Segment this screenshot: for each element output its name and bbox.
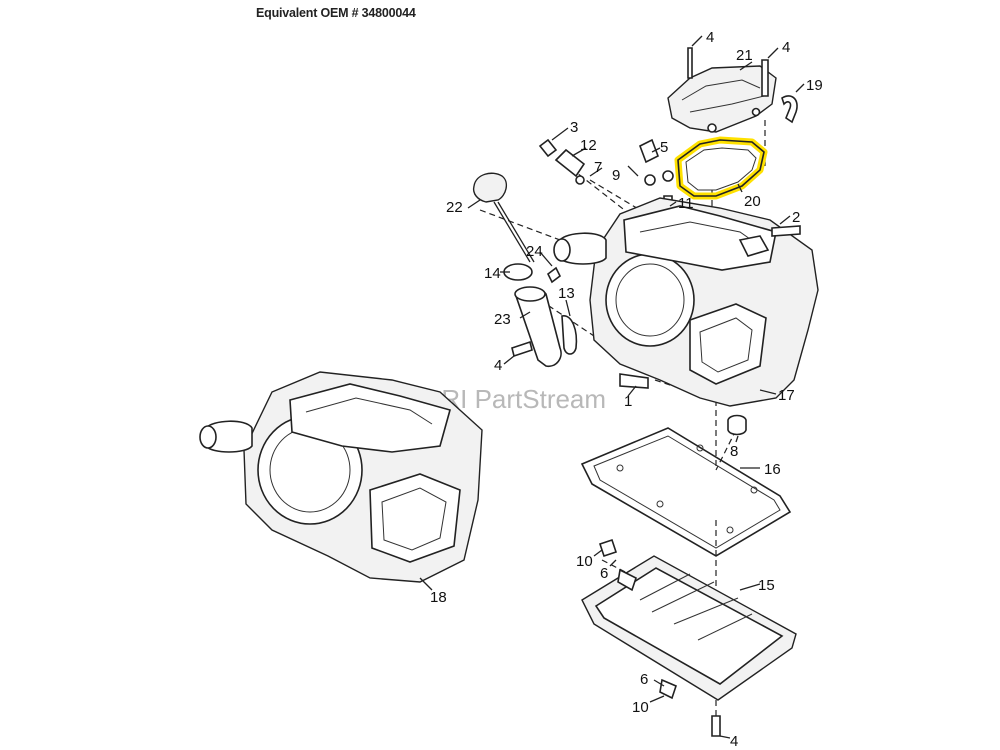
callout-4: 4 <box>494 357 502 374</box>
callout-6: 6 <box>640 671 648 688</box>
callout-5: 5 <box>660 139 668 156</box>
cylinder-head-cover <box>667 47 777 133</box>
callout-6: 6 <box>600 565 608 582</box>
callout-17: 17 <box>778 387 795 404</box>
head-cover-gasket-highlighted <box>674 136 768 200</box>
callout-4: 4 <box>782 39 790 56</box>
callout-22: 22 <box>446 199 463 216</box>
oil-pan <box>581 538 797 737</box>
callout-7: 7 <box>594 159 602 176</box>
callout-1: 1 <box>624 393 632 410</box>
callout-15: 15 <box>758 577 775 594</box>
dipstick <box>472 172 535 263</box>
dowel-pin <box>727 414 747 436</box>
callout-24: 24 <box>526 243 543 260</box>
crankcase-half <box>199 371 483 583</box>
oil-fill-tube <box>503 263 578 368</box>
callout-10: 10 <box>632 699 649 716</box>
crankcase-assembly <box>553 197 819 407</box>
callout-labels: 4 21 4 19 3 12 5 7 9 11 20 22 2 24 14 13… <box>430 29 823 750</box>
callout-4: 4 <box>730 733 738 750</box>
callout-23: 23 <box>494 311 511 328</box>
callout-20: 20 <box>744 193 761 210</box>
callout-11: 11 <box>678 195 694 212</box>
oil-pan-gasket <box>580 427 792 557</box>
callout-19: 19 <box>806 77 823 94</box>
callout-16: 16 <box>764 461 781 478</box>
header-title: Equivalent OEM # 34800044 <box>256 6 416 20</box>
callout-12: 12 <box>580 137 597 154</box>
callout-10: 10 <box>576 553 593 570</box>
callout-13: 13 <box>558 285 575 302</box>
callout-8: 8 <box>730 443 738 460</box>
callout-2: 2 <box>792 209 800 226</box>
callout-14: 14 <box>484 265 501 282</box>
callout-3: 3 <box>570 119 578 136</box>
breather-hose <box>781 95 798 124</box>
callout-4: 4 <box>706 29 714 46</box>
callout-leaders <box>419 35 805 739</box>
callout-18: 18 <box>430 589 447 606</box>
callout-21: 21 <box>736 47 753 64</box>
callout-9: 9 <box>612 167 620 184</box>
